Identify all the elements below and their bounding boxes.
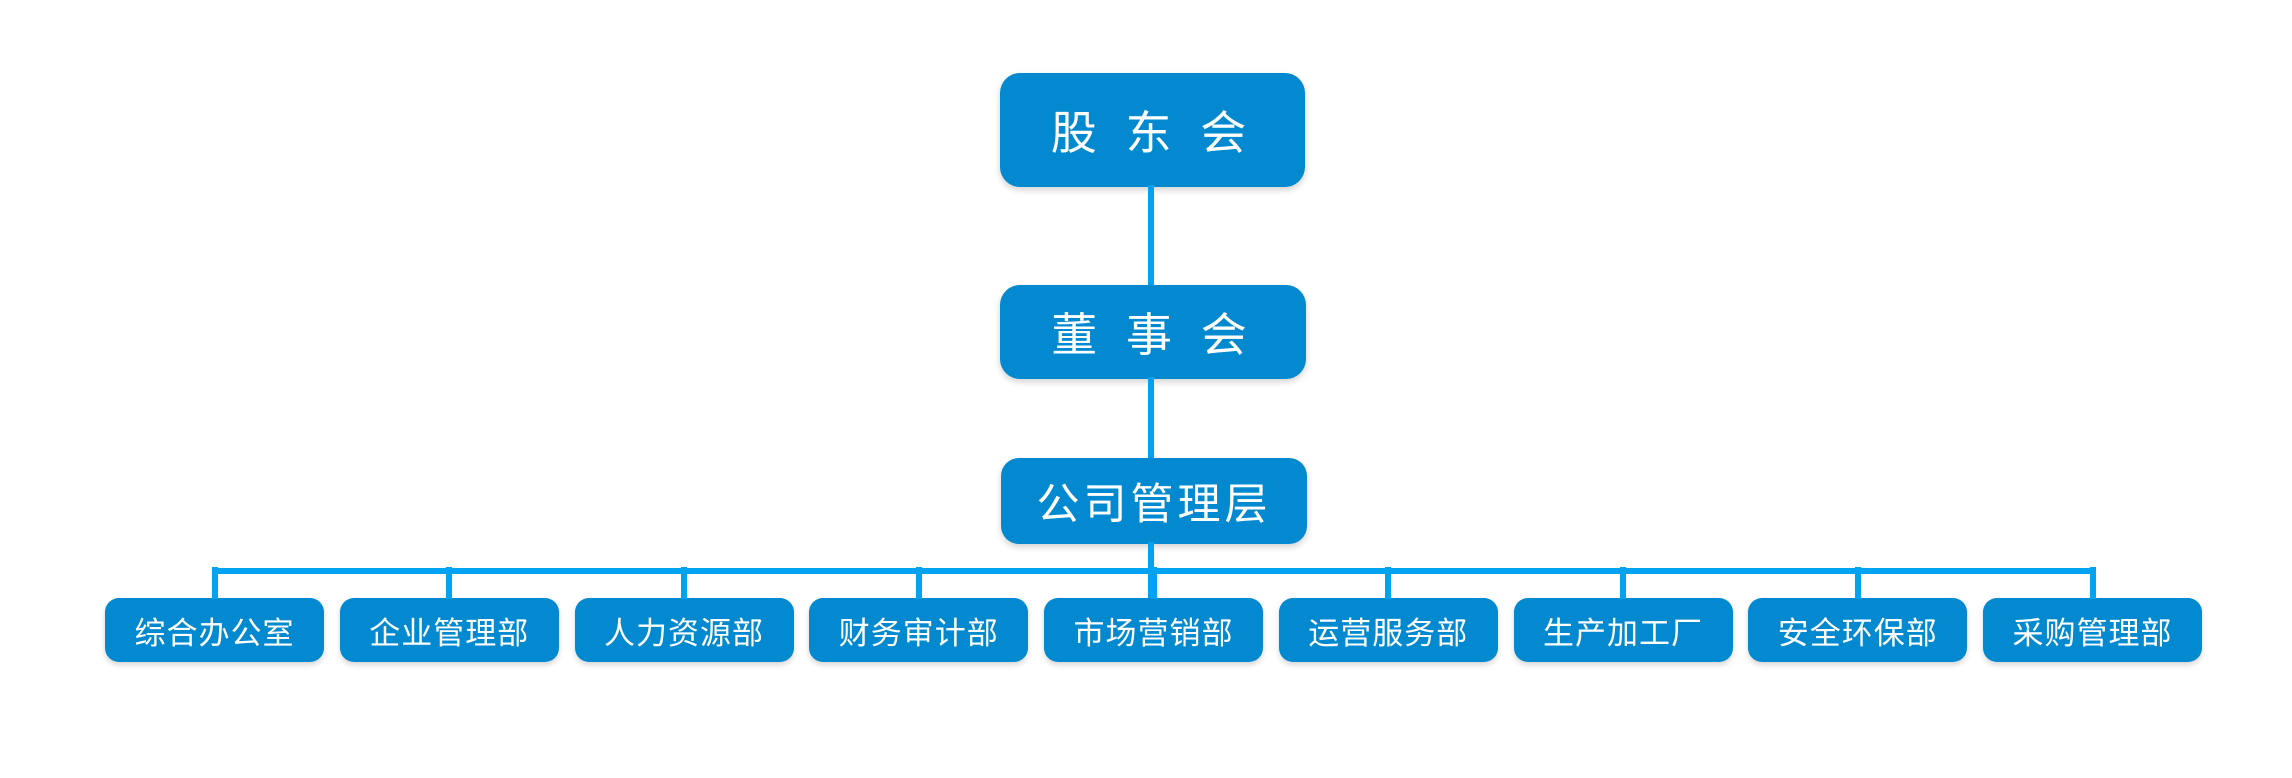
department-label: 财务审计部 xyxy=(838,615,999,651)
connector-rail-to-department xyxy=(211,567,218,599)
department-node: 综合办公室 xyxy=(105,567,324,662)
org-node-label: 公司管理层 xyxy=(1036,481,1272,529)
connector-rail-to-department xyxy=(446,567,453,599)
department-label: 人力资源部 xyxy=(604,615,764,651)
department-label: 安全环保部 xyxy=(1777,615,1938,651)
org-node-label: 董 事 会 xyxy=(1051,309,1255,361)
connector-rail-to-department xyxy=(1620,567,1626,599)
department-node: 生产加工厂 xyxy=(1513,567,1733,662)
department-label: 市场营销部 xyxy=(1073,615,1234,651)
department-label: 采购管理部 xyxy=(2012,615,2173,651)
department-node: 人力资源部 xyxy=(574,567,794,662)
org-node-label: 股 东 会 xyxy=(1050,107,1255,159)
connector-rail-to-department xyxy=(681,567,687,599)
department-label: 综合办公室 xyxy=(134,615,295,651)
department-node: 财务审计部 xyxy=(809,567,1029,662)
department-label: 生产加工厂 xyxy=(1543,615,1703,651)
department-label: 企业管理部 xyxy=(369,615,530,651)
org-node-company-management: 公司管理层 xyxy=(1001,458,1307,544)
connector-rail-to-department xyxy=(1385,567,1392,599)
department-row: 综合办公室 企业管理部 人力资源部 财务审计部 市场营销部 运营服务部 生产加工… xyxy=(105,567,2202,662)
connector-shareholders-to-board xyxy=(1148,185,1154,287)
department-node: 市场营销部 xyxy=(1044,567,1263,662)
department-label: 运营服务部 xyxy=(1308,615,1469,651)
department-node: 运营服务部 xyxy=(1278,567,1498,662)
department-node: 采购管理部 xyxy=(1983,567,2202,662)
connector-rail-to-department xyxy=(1854,567,1861,599)
connector-rail-to-department xyxy=(2089,567,2096,599)
connector-board-to-management xyxy=(1148,377,1154,460)
connector-rail-to-department xyxy=(1150,567,1157,599)
org-node-board-of-directors: 董 事 会 xyxy=(1000,285,1306,379)
department-node: 安全环保部 xyxy=(1748,567,1968,662)
department-node: 企业管理部 xyxy=(339,567,559,662)
connector-rail-to-department xyxy=(915,567,922,599)
org-node-shareholders-meeting: 股 东 会 xyxy=(1000,73,1305,187)
